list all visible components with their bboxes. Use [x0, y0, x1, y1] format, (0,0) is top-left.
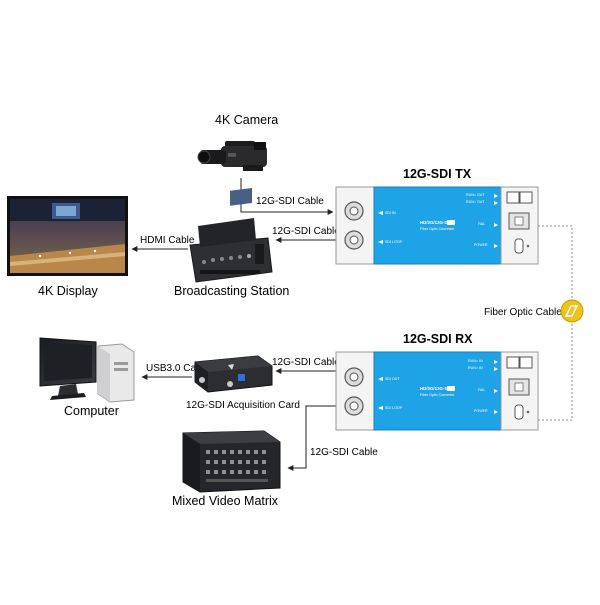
label-4k-display: 4K Display	[38, 284, 98, 298]
label-cable-card-to-computer: USB3.0 Cable	[146, 363, 210, 374]
tx-port-in-label: SDI IN	[385, 211, 396, 215]
rx-power-port-icon	[514, 404, 530, 420]
rx-model-label: HD/3G/12G-SDI	[420, 386, 452, 391]
rx-sdi-out-port	[344, 367, 364, 387]
display-icon	[7, 196, 128, 276]
label-cable-rx-to-matrix: 12G-SDI Cable	[310, 447, 378, 458]
tx-led-3-label: FAIL	[478, 222, 485, 226]
label-video-matrix: Mixed Video Matrix	[172, 494, 279, 508]
label-broadcasting-station: Broadcasting Station	[174, 284, 289, 298]
rx-converter: SDI OUT SDI LOOP HD/3G/12G-SDI Fiber Opt…	[335, 351, 539, 431]
rx-subtitle-label: Fiber Optic Converter	[420, 393, 455, 397]
tx-port-loop-label: SDI LOOP	[385, 240, 403, 244]
label-cable-rx-to-card: 12G-SDI Cable	[272, 357, 340, 368]
tx-title: 12G-SDI TX	[403, 167, 472, 181]
tx-sdi-in-port	[344, 201, 364, 221]
tx-subtitle-label: Fiber Optic Converter	[420, 227, 455, 231]
label-computer: Computer	[64, 404, 119, 418]
tx-fiber-port-icon	[506, 191, 533, 230]
label-cable-station-to-display: HDMI Cable	[140, 235, 195, 246]
tx-power-port-icon	[514, 238, 530, 254]
tx-led-1-label: RUN○ OUT	[466, 193, 485, 197]
rx-led-4-label: POWER	[474, 409, 488, 413]
rx-led-1-label: RUN○ IN	[468, 359, 483, 363]
camera-icon	[197, 141, 267, 171]
cable-camera-to-tx	[240, 178, 334, 215]
rx-port-loop-label: SDI LOOP	[385, 406, 403, 410]
broadcast-console-icon	[189, 188, 273, 283]
rx-sdi-loop-port	[344, 396, 364, 416]
label-cable-tx-to-station: 12G-SDI Cable	[272, 226, 340, 237]
fiber-badge-icon	[560, 299, 584, 323]
rx-port-out-label: SDI OUT	[385, 377, 400, 381]
label-4k-camera: 4K Camera	[215, 113, 278, 127]
tx-model-label: HD/3G/12G-SDI	[420, 220, 452, 225]
video-matrix-icon	[182, 430, 281, 493]
tx-converter: SDI IN SDI LOOP HD/3G/12G-SDI Fiber Opti…	[335, 186, 539, 265]
tx-led-4-label: POWER	[474, 243, 488, 247]
rx-led-2-label: RUN○ IN	[468, 366, 483, 370]
tx-led-2-label: RUN○ OUT	[466, 200, 485, 204]
cable-rx-to-matrix	[287, 405, 336, 471]
label-cable-camera-to-tx: 12G-SDI Cable	[256, 196, 324, 207]
rx-fiber-port-icon	[506, 356, 533, 396]
rx-title: 12G-SDI RX	[403, 332, 473, 346]
computer-icon	[39, 337, 135, 403]
label-acquisition-card: 12G-SDI Acquisition Card	[186, 400, 300, 411]
rx-led-3-label: FAIL	[478, 388, 485, 392]
fiber-optic-line	[538, 225, 573, 421]
tx-sdi-loop-port	[344, 230, 364, 250]
acquisition-card-icon	[194, 355, 273, 393]
label-fiber-optic-cable: Fiber Optic Cable	[484, 307, 562, 318]
